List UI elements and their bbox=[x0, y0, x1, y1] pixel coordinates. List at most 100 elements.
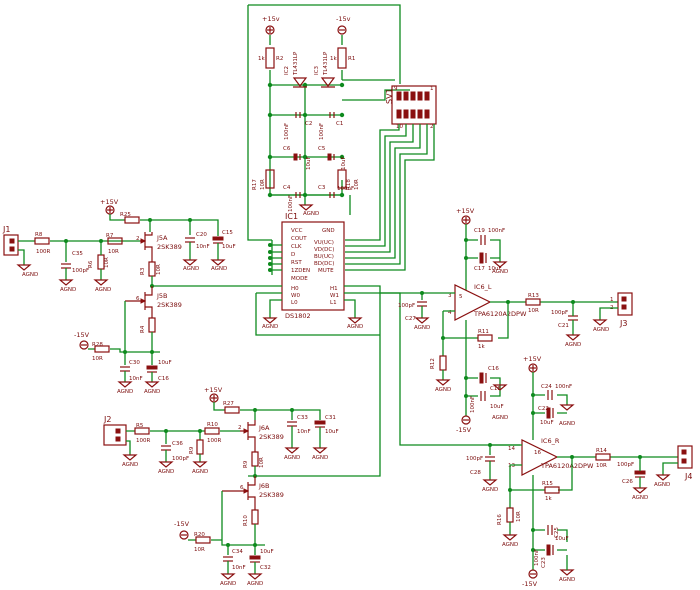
label-c27-value: 100pF bbox=[398, 303, 415, 309]
label-c23: C23 bbox=[541, 557, 547, 568]
input-left-section: J1 AGND R8 100R C35 100pF AGND +15V R25 … bbox=[2, 198, 236, 395]
opamp-ic6r-icon bbox=[521, 439, 559, 476]
resistor-r10-icon bbox=[204, 427, 220, 435]
label-pin14-ic6r: 14 bbox=[508, 446, 515, 452]
label-agnd-j3: AGND bbox=[593, 327, 609, 333]
pin-clk: CLK bbox=[291, 244, 302, 250]
opamp-ic6l-icon bbox=[454, 284, 492, 321]
pin-zden: 1ZDEN bbox=[291, 268, 310, 274]
capacitor-c32-icon bbox=[249, 555, 261, 563]
label-pin3-ic6l: 3 bbox=[448, 293, 452, 299]
resistor-r16-icon bbox=[506, 507, 514, 523]
label-r11: R11 bbox=[478, 329, 489, 335]
label-agnd-c32: AGND bbox=[247, 581, 263, 587]
connector-j1 bbox=[3, 234, 19, 256]
resistor-r13-icon bbox=[525, 298, 541, 306]
label-agnd-c27: AGND bbox=[414, 325, 430, 331]
capacitor-c17-icon bbox=[479, 252, 487, 264]
label-pin6-j5b: 6 bbox=[136, 296, 140, 302]
ground-ic1-l1-icon bbox=[347, 317, 363, 324]
label-r1-ref: R1 bbox=[348, 56, 355, 62]
label-r2-value: 1k bbox=[258, 56, 265, 62]
connector-j2 bbox=[103, 424, 127, 446]
supply-minus15-icon bbox=[337, 25, 347, 35]
label-agnd-c21: AGND bbox=[565, 342, 581, 348]
supply-minus15-d-icon bbox=[179, 530, 189, 540]
supply-minus15-c-icon bbox=[528, 569, 538, 579]
label-r28-value: 10R bbox=[92, 356, 103, 362]
label-c24: C24 bbox=[541, 384, 552, 390]
label-minus15-c: -15V bbox=[522, 580, 538, 588]
label-r20: R20 bbox=[194, 532, 205, 538]
label-r15-value: 1k bbox=[545, 496, 552, 502]
label-r9: R9 bbox=[243, 460, 249, 468]
label-c20: C20 bbox=[196, 232, 207, 238]
pin-h0: H0 bbox=[291, 286, 299, 292]
label-minus15-b: -15V bbox=[456, 426, 472, 434]
label-r15: R15 bbox=[542, 481, 553, 487]
supply-minus15-b-icon bbox=[461, 415, 471, 425]
label-r17-value: 10R bbox=[260, 179, 266, 190]
label-j5b: J5B bbox=[156, 292, 168, 300]
label-c18-value: 100nF bbox=[470, 396, 476, 413]
amp-ic6l-section: +15V C19 100nF C17 10uF AGND 5 IC6_L TPA… bbox=[380, 207, 633, 434]
label-c21: C21 bbox=[558, 323, 569, 329]
label-r10-value: 100R bbox=[207, 438, 221, 444]
ground-ic1-icon bbox=[298, 204, 314, 211]
label-j5a: J5A bbox=[156, 234, 168, 242]
label-j6b-part: 2SK389 bbox=[259, 491, 284, 499]
jfet-j6a-icon bbox=[240, 420, 256, 452]
label-agnd-c33: AGND bbox=[284, 455, 300, 461]
pin-bu-uc: BU(UC) bbox=[314, 254, 334, 260]
label-j6a-part: 2SK389 bbox=[259, 433, 284, 441]
label-r13-value: 10R bbox=[528, 308, 539, 314]
label-r27: R27 bbox=[223, 401, 234, 407]
label-c16: C16 bbox=[158, 376, 169, 382]
label-agnd-c23: AGND bbox=[559, 577, 575, 583]
label-j1: J1 bbox=[2, 225, 10, 234]
pin-gnd: GND bbox=[322, 228, 335, 234]
resistor-r9-icon bbox=[251, 451, 259, 467]
capacitor-c18-icon bbox=[480, 391, 486, 401]
label-agnd-c28: AGND bbox=[482, 487, 498, 493]
pin-rst: RST bbox=[291, 260, 302, 266]
label-minus15-d: -15V bbox=[174, 520, 190, 528]
capacitor-c19-icon bbox=[480, 235, 486, 245]
label-c24-value: 100nF bbox=[555, 384, 572, 390]
label-r9-value: 10R bbox=[259, 457, 265, 468]
label-c28-value: 100pF bbox=[466, 456, 483, 462]
label-r8: R8 bbox=[35, 232, 43, 238]
label-r8-value: 100R bbox=[36, 249, 50, 255]
capacitor-c16-icon bbox=[146, 365, 158, 373]
capacitor-c27-icon bbox=[417, 301, 427, 307]
capacitor-c3-icon bbox=[329, 192, 335, 198]
label-r20-value: 10R bbox=[194, 547, 205, 553]
label-sv-pin2: 2 bbox=[430, 124, 434, 130]
supply-plus15-c-icon bbox=[528, 363, 538, 373]
resistor-r11-icon bbox=[477, 334, 493, 342]
label-c16b: C16 bbox=[488, 366, 499, 372]
capacitor-c16b-icon bbox=[479, 372, 487, 384]
label-agnd-c18: AGND bbox=[492, 415, 508, 421]
label-r12: R12 bbox=[430, 358, 436, 369]
label-sv-pin9: 9 bbox=[394, 86, 398, 92]
label-minus15-a: -15V bbox=[74, 331, 90, 339]
label-plus15-c: +15V bbox=[523, 355, 542, 363]
label-agnd-c20: AGND bbox=[183, 266, 199, 272]
label-c15-value: 10uF bbox=[222, 244, 236, 250]
label-c5: C5 bbox=[318, 146, 326, 152]
label-r11-value: 1k bbox=[478, 344, 485, 350]
supply-plus15-icon bbox=[265, 25, 275, 35]
label-plus15-a: +15V bbox=[100, 198, 119, 206]
label-c34-value: 10nF bbox=[232, 565, 246, 571]
input-right-section: J2 AGND R5 100R C36 100pF AGND R10 100R … bbox=[103, 386, 339, 587]
label-c25-value: 100nF bbox=[534, 549, 540, 566]
label-pin6-j6b: 6 bbox=[240, 485, 244, 491]
label-agnd-r9b: AGND bbox=[192, 469, 208, 475]
label-c19: C19 bbox=[474, 228, 485, 234]
label-minus15-top: -15v bbox=[336, 15, 351, 23]
label-c36-value: 100pF bbox=[172, 456, 189, 462]
label-r-j2-value: 100R bbox=[136, 438, 150, 444]
label-c22-value: 10uF bbox=[540, 420, 554, 426]
label-r-j2: R5 bbox=[136, 423, 144, 429]
